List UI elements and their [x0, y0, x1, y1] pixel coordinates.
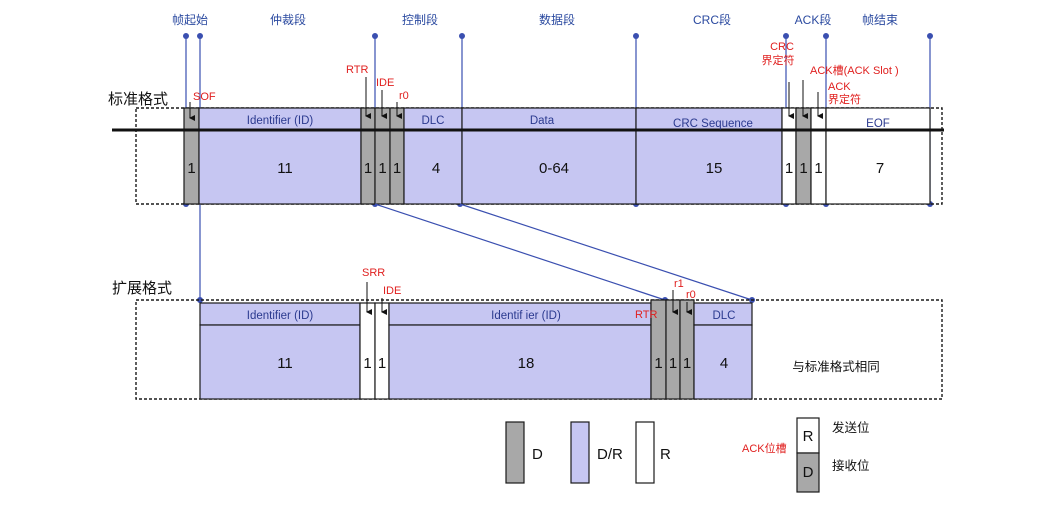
segment-eof-label: 帧结束	[862, 13, 898, 27]
standard-ack-delimiter-bit	[810, 107, 827, 205]
standard-eof-value: 7	[876, 160, 884, 177]
legend-r-swatch	[635, 421, 655, 484]
standard-crc-value: 15	[706, 160, 723, 177]
segment-sof-label: 帧起始	[172, 13, 208, 27]
standard-ide-annotation: IDE	[376, 77, 394, 89]
legend-d-swatch	[505, 421, 525, 484]
extended-dlc-label: DLC	[712, 310, 735, 322]
extended-srr-bit	[359, 302, 376, 400]
standard-id-label: Identifier (ID)	[247, 115, 314, 127]
standard-sof-annotation: SOF	[193, 91, 216, 103]
standard-sof-bit	[183, 107, 200, 205]
extended-ide-value: 1	[378, 355, 386, 372]
standard-rtr-annotation: RTR	[346, 64, 368, 76]
standard-ack-slot-value: 1	[799, 160, 807, 177]
standard-ack-delimiter-annotation-1: ACK	[828, 81, 851, 93]
standard-rtr-bit	[360, 107, 376, 205]
extended-id1-label: Identifier (ID)	[247, 310, 314, 322]
extended-srr-value: 1	[363, 355, 371, 372]
extended-ide-bit	[374, 302, 390, 400]
standard-eof-label: EOF	[866, 118, 890, 130]
legend: D D/R R ACK位槽 R D 发送位 接收位	[505, 417, 870, 493]
legend-recv-text: 接收位	[832, 458, 870, 473]
extended-id2-value: 18	[518, 355, 535, 372]
segment-control-label: 控制段	[402, 12, 438, 27]
extended-id2-label: Identif ier (ID)	[491, 310, 561, 322]
standard-id-value: 11	[277, 160, 293, 177]
legend-ack-d-bit: D	[803, 464, 814, 481]
standard-data-label: Data	[530, 115, 555, 127]
extended-rtr-annotation: RTR	[635, 309, 657, 321]
standard-rtr-value: 1	[364, 160, 372, 177]
extended-r1-value: 1	[669, 355, 677, 372]
legend-send-text: 发送位	[832, 420, 870, 435]
segment-data-label: 数据段	[539, 12, 575, 27]
standard-dlc-value: 4	[432, 160, 440, 177]
segment-arbitration-label: 仲裁段	[270, 12, 306, 27]
extended-srr-annotation: SRR	[362, 267, 385, 279]
extended-id2-bits	[388, 324, 652, 400]
legend-dr-swatch	[570, 421, 590, 484]
extended-dlc-bits	[693, 324, 753, 400]
standard-crc-delimiter-annotation-2: 界定符	[762, 53, 795, 67]
legend-d-label: D	[532, 446, 543, 463]
standard-crc-delimiter-value: 1	[785, 160, 793, 177]
standard-ack-slot-annotation: ACK槽(ACK Slot )	[810, 64, 899, 77]
format-mapping-lines	[197, 203, 755, 303]
extended-same-as-standard: 与标准格式相同	[792, 359, 880, 374]
extended-ide-annotation: IDE	[383, 285, 401, 297]
standard-data-value: 0-64	[539, 160, 569, 177]
legend-r-label: R	[660, 446, 671, 463]
legend-ack-slot-label: ACK位槽	[742, 441, 787, 455]
standard-id-bits	[198, 129, 362, 205]
standard-crc-label: CRC Sequence	[673, 118, 753, 130]
extended-format-title: 扩展格式	[112, 280, 172, 297]
segment-ack-label: ACK段	[795, 12, 832, 27]
standard-dlc-label: DLC	[421, 115, 444, 127]
extended-dlc-value: 4	[720, 355, 728, 372]
standard-ack-delimiter-value: 1	[814, 160, 822, 177]
standard-r0-annotation: r0	[399, 90, 409, 102]
legend-dr-label: D/R	[597, 446, 623, 463]
extended-r0-value: 1	[683, 355, 691, 372]
extended-rtr-value: 1	[654, 355, 662, 372]
standard-ack-delimiter-annotation-2: 界定符	[828, 92, 861, 106]
extended-id1-bits	[199, 324, 361, 400]
standard-r0-value: 1	[393, 160, 401, 177]
standard-crc-delimiter-annotation-1: CRC	[770, 41, 794, 53]
standard-r0-bit	[389, 107, 405, 205]
standard-crc-delimiter-bit	[781, 107, 797, 205]
legend-ack-r-bit: R	[803, 428, 814, 445]
extended-r1-bit	[665, 299, 681, 400]
standard-ack-slot-bit	[795, 107, 812, 205]
standard-ide-value: 1	[378, 160, 386, 177]
standard-ide-bit	[374, 107, 391, 205]
standard-format-title: 标准格式	[108, 91, 168, 108]
standard-dlc-bits	[403, 129, 463, 205]
standard-crc-bits	[635, 129, 783, 205]
extended-r0-annotation: r0	[686, 289, 696, 301]
extended-r0-bit	[679, 299, 695, 400]
extended-r1-annotation: r1	[674, 278, 684, 290]
legend-ack-recv-swatch	[796, 452, 820, 493]
standard-sof-value: 1	[187, 160, 195, 177]
extended-id1-value: 11	[277, 355, 293, 372]
segment-crc-label: CRC段	[693, 12, 731, 27]
